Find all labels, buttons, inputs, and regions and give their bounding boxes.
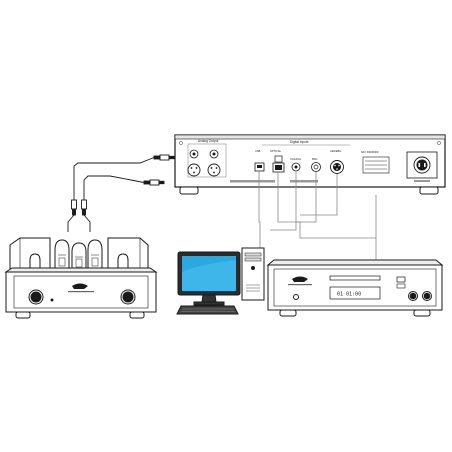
cable-to-amp-right — [83, 214, 91, 232]
coaxial-input-port — [291, 162, 301, 172]
input-label-coaxial: COAXIAL — [290, 157, 302, 161]
cable-right — [83, 175, 145, 200]
amp-front-inset — [13, 275, 149, 309]
analog-output-label: Analog Output — [198, 139, 218, 143]
rca-out-left — [189, 149, 199, 159]
vacuum-tube — [54, 239, 70, 271]
bnc-cable — [296, 172, 317, 223]
aes-ebu-input-port — [330, 160, 344, 174]
xlr-out-right — [207, 163, 221, 177]
cd-disc-tray — [329, 275, 381, 281]
cd-chassis-top — [266, 259, 444, 266]
input-label-usb: USB — [255, 149, 261, 153]
analog-output-bracket — [187, 143, 227, 178]
coax-cable — [270, 172, 297, 231]
input-label-optical: OPTICAL — [270, 149, 282, 153]
optical-cable — [277, 172, 377, 265]
rca-plug-icon — [81, 199, 87, 216]
input-label-aes-ebu: AES/EBU — [330, 149, 341, 153]
optical-input-port — [272, 155, 285, 173]
monitor-glare — [182, 260, 236, 291]
cd-brand-logo — [288, 276, 312, 286]
amp-chassis-top — [4, 267, 158, 273]
amp-led-icon — [50, 298, 54, 302]
pc-power-button-icon — [251, 266, 255, 270]
cd-small-button-icon — [396, 283, 406, 289]
cd-foot-right — [413, 309, 431, 317]
cd-display-text: 01 01:00 — [337, 292, 361, 298]
tube-amplifier — [4, 237, 158, 319]
dac-body — [174, 134, 446, 188]
cd-power-button-icon — [293, 294, 299, 300]
vacuum-tube — [87, 239, 103, 271]
aes-cable — [300, 174, 338, 216]
rca-plug-icon — [71, 199, 77, 216]
monitor-base — [193, 301, 225, 306]
pc-drive-bay — [244, 252, 262, 257]
cable-left — [73, 157, 155, 200]
amp-volume-knob-icon — [28, 289, 44, 305]
dac-foot-left — [179, 186, 199, 195]
cd-front-inset — [273, 268, 437, 307]
pc-drive-bay — [244, 257, 262, 262]
cd-player: 01 01:00 — [266, 259, 444, 317]
cd-display-window — [329, 286, 381, 300]
computer — [176, 247, 265, 315]
digital-cables — [258, 172, 377, 265]
bnc-input-port — [311, 162, 321, 172]
xlr-out-left — [187, 163, 201, 177]
digital-inputs-label: Digital Inputs — [290, 140, 309, 144]
input-label-bnc: BNC — [312, 157, 318, 161]
rca-plug-icon — [143, 179, 165, 186]
rca-plug-icon — [153, 154, 175, 161]
analog-cables — [67, 154, 175, 232]
cable-to-amp-left — [67, 214, 75, 232]
amp-foot-right — [129, 311, 145, 319]
amp-foot-left — [15, 311, 31, 319]
power-inlet-strip — [414, 180, 430, 182]
dac-screw — [179, 141, 183, 145]
dac-rear-label-strip — [230, 180, 275, 183]
dac-screw — [437, 141, 441, 145]
rca-out-right — [209, 149, 219, 159]
monitor-stand — [201, 294, 217, 303]
vacuum-tube — [71, 242, 87, 271]
power-inlet-icon — [413, 156, 431, 174]
amp-brand-logo — [68, 283, 94, 293]
serial-number-text: S/N: 00000000 — [361, 150, 379, 154]
keyboard — [176, 305, 239, 315]
amp-selector-knob-icon — [120, 289, 136, 305]
cd-foot-left — [279, 309, 297, 317]
cd-eject-button-icon — [396, 276, 406, 283]
dac-foot-right — [419, 186, 439, 195]
dac-unit: Analog Output Digital Inputs USB — [174, 134, 446, 195]
dac-id-strip — [290, 180, 318, 183]
dac-top-edge — [174, 134, 446, 140]
cd-stop-knob-icon — [422, 291, 432, 301]
usb-cable — [258, 172, 261, 262]
cd-play-knob-icon — [408, 291, 418, 301]
usb-input-port — [254, 162, 265, 172]
